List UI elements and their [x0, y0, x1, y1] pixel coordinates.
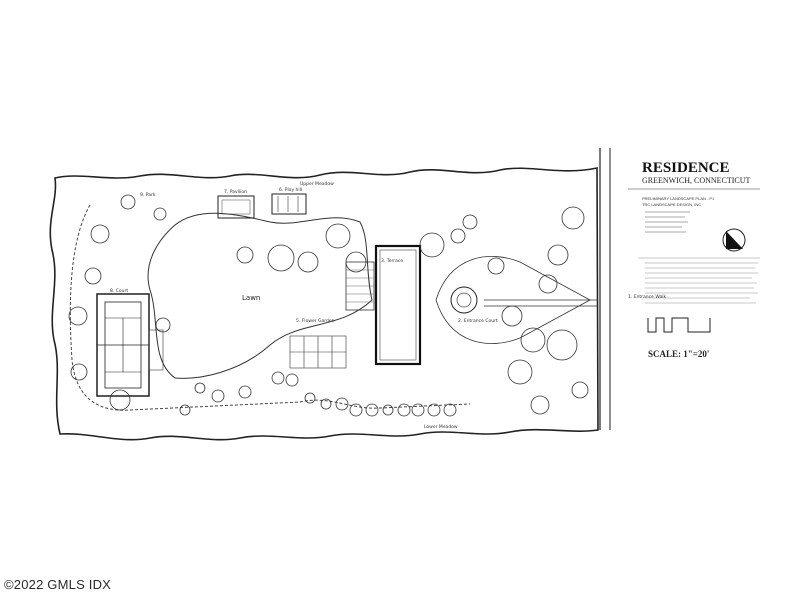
- label-lower-meadow: Lower Meadow: [424, 424, 458, 430]
- flower-garden-beds: [289, 335, 347, 369]
- play-structure: [271, 193, 307, 215]
- plan-labels: 9. Park 7. Pavilion 6. Play hill 8. Cour…: [110, 181, 666, 430]
- label-lawn: Lawn: [242, 294, 260, 302]
- house-footprint: [374, 244, 422, 366]
- label-play-hill: 6. Play hill: [279, 187, 302, 193]
- terrace-paving: [345, 261, 375, 311]
- walking-path: [69, 204, 471, 411]
- scale-label: SCALE: 1"=20': [648, 349, 709, 359]
- lawn-area: [147, 212, 373, 379]
- label-parking: 9. Park: [140, 192, 156, 198]
- trees: [68, 194, 589, 417]
- scale-bar: [647, 317, 711, 333]
- entrance-court-fountain: [450, 286, 478, 314]
- label-court: 8. Court: [110, 288, 128, 294]
- label-upper-meadow: Upper Meadow: [300, 181, 334, 187]
- label-entrance-walk: 1. Entrance Walk: [628, 294, 666, 300]
- property-boundary: [49, 167, 599, 441]
- label-pavilion: 7. Pavilion: [224, 189, 247, 195]
- plan-title: PRELIMINARY LANDSCAPE PLAN - P1: [642, 196, 715, 201]
- title-block: RESIDENCE GREENWICH, CONNECTICUT PRELIMI…: [628, 160, 760, 359]
- pavilion-structure: [217, 195, 255, 219]
- firm-name: TRC LANDSCAPE DESIGN, INC: [642, 202, 701, 207]
- label-entrance-court: 2. Entrance Court: [458, 318, 498, 324]
- north-arrow-icon: [722, 228, 746, 252]
- watermark: ©2022 GMLS IDX: [4, 577, 111, 592]
- label-terrace: 3. Terrace: [381, 258, 403, 264]
- project-title: RESIDENCE: [642, 160, 730, 176]
- project-location: GREENWICH, CONNECTICUT: [642, 176, 751, 185]
- label-flower-garden: 5. Flower Garden: [296, 318, 335, 324]
